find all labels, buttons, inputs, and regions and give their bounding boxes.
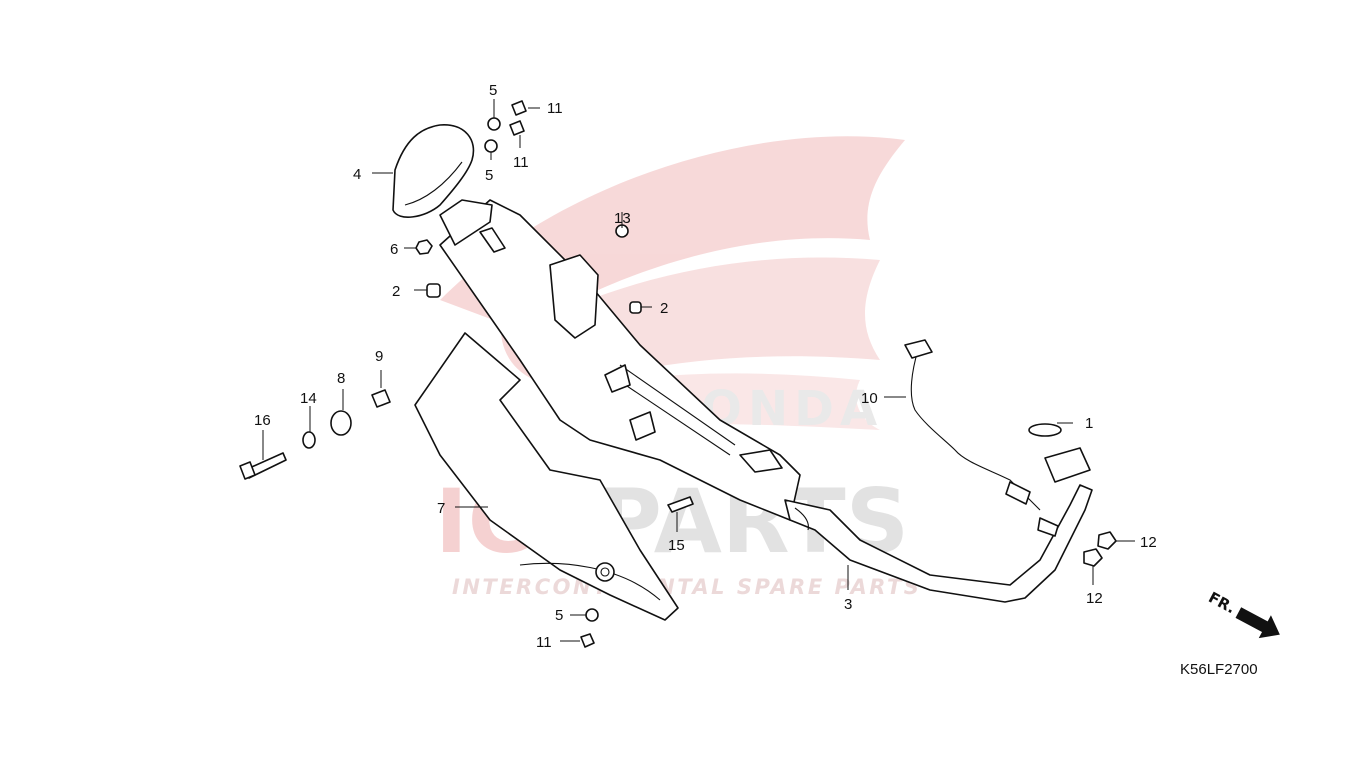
callout-11c: 11	[536, 634, 552, 651]
callout-5c: 5	[555, 607, 563, 624]
leader-lines	[262, 99, 1135, 642]
watermark-tagline: INTERCONTINENTAL SPARE PARTS	[452, 575, 921, 599]
callout-12a: 12	[1140, 534, 1157, 551]
callout-5b: 5	[485, 167, 493, 184]
callout-4: 4	[353, 166, 361, 183]
muffler-heat-shield	[414, 332, 679, 621]
hardware-set	[239, 100, 1117, 648]
callout-8: 8	[337, 370, 345, 387]
callout-5a: 5	[489, 82, 497, 99]
callout-1: 1	[1085, 415, 1093, 432]
direction-label: FR.	[1205, 588, 1238, 617]
front-direction-indicator: FR.	[1205, 588, 1280, 639]
callout-10: 10	[861, 390, 878, 407]
drawing-code: K56LF2700	[1180, 661, 1258, 678]
callout-15: 15	[668, 537, 685, 554]
muffler-body	[439, 199, 801, 521]
callout-11b: 11	[513, 154, 529, 171]
callout-labels: 1 2 2 3 4 5 5 5 6 7 8 9 10 11 11 11 12 1…	[254, 82, 1157, 651]
exhaust-gasket	[1028, 423, 1062, 437]
callout-3: 3	[844, 596, 852, 613]
callout-2b: 2	[660, 300, 668, 317]
callout-12b: 12	[1086, 590, 1103, 607]
callout-14: 14	[300, 390, 317, 407]
callout-13: 13	[614, 210, 631, 227]
exhaust-pipe	[784, 447, 1093, 603]
o2-sensor	[904, 339, 1059, 537]
callout-2a: 2	[392, 283, 400, 300]
callout-11a: 11	[547, 100, 563, 117]
muffler-end-cover	[392, 124, 475, 218]
callout-9: 9	[375, 348, 383, 365]
callout-7: 7	[437, 500, 445, 517]
callout-6: 6	[390, 241, 398, 258]
callout-16: 16	[254, 412, 271, 429]
front-arrow-icon	[1235, 607, 1280, 639]
